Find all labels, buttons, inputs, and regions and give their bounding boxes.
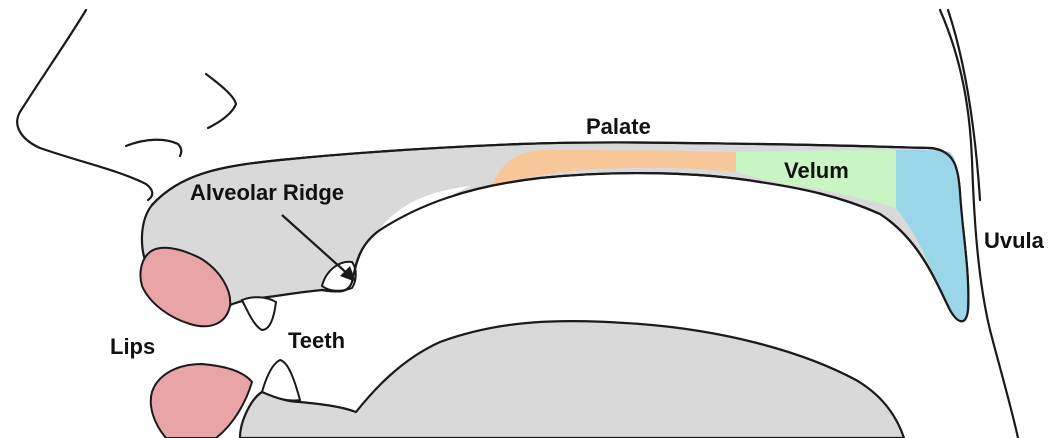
label-lips: Lips	[110, 334, 155, 359]
palate-region	[492, 150, 736, 186]
label-uvula: Uvula	[984, 228, 1045, 253]
upper-tooth	[242, 297, 276, 330]
nostril-outline	[206, 74, 236, 128]
label-velum: Velum	[784, 158, 849, 183]
lower-lip	[151, 364, 252, 438]
label-teeth: Teeth	[288, 328, 345, 353]
nostril-crease	[126, 140, 181, 156]
label-palate: Palate	[586, 114, 651, 139]
label-alveolar-ridge: Alveolar Ridge	[190, 180, 344, 205]
nose-outline	[17, 10, 152, 200]
